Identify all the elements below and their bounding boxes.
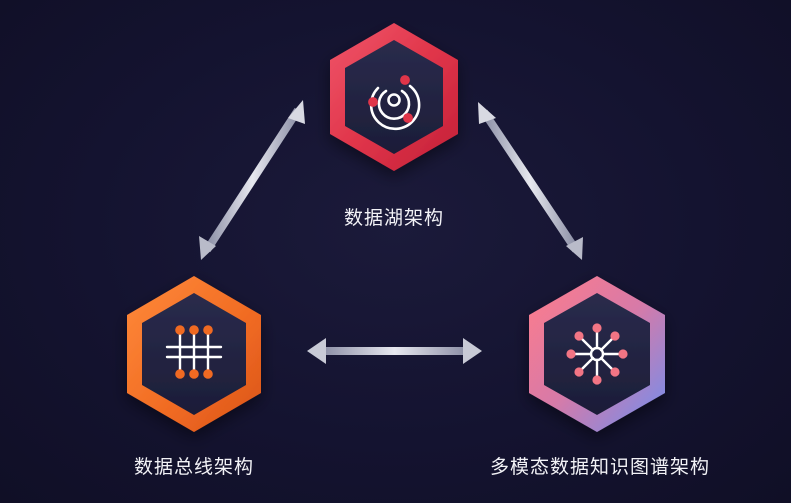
node-data-lake[interactable] xyxy=(330,23,458,171)
network-hub-icon xyxy=(566,323,628,385)
label-data-lake: 数据湖架构 xyxy=(343,207,445,229)
arrow-lake-kg xyxy=(478,102,583,260)
label-knowledge-graph: 多模态数据知识图谱架构 xyxy=(489,456,711,478)
label-data-bus: 数据总线架构 xyxy=(133,456,255,478)
arrow-bus-kg xyxy=(307,338,482,364)
node-data-bus[interactable] xyxy=(127,276,261,432)
orbit-icon xyxy=(368,75,421,131)
arrow-lake-bus xyxy=(199,100,305,260)
bus-lines-icon xyxy=(165,325,223,379)
node-knowledge-graph[interactable] xyxy=(529,276,665,432)
